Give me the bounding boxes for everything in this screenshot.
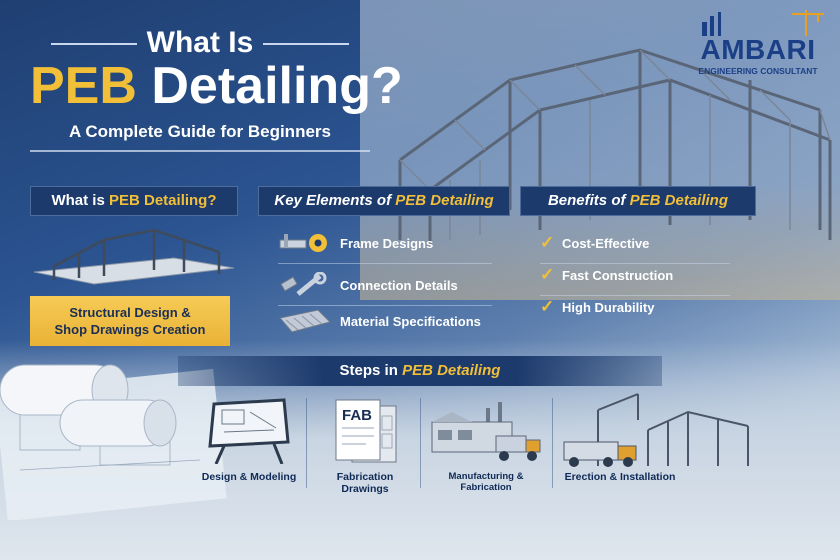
panel-key-title-accent: PEB Detailing (395, 192, 494, 209)
key-item-label: Connection Details (340, 278, 458, 293)
panel-what-title-lead: What is (51, 192, 105, 209)
title-rule-right (263, 43, 350, 46)
divider (540, 263, 730, 264)
subtitle-divider (30, 150, 370, 152)
steps-title-accent: PEB Detailing (402, 362, 501, 379)
key-item-material: Material Specifications (278, 308, 492, 338)
drafting-table-icon (208, 398, 290, 464)
step-label: Fabrication Drawings (336, 471, 394, 495)
steps-title-lead: Steps in (339, 362, 398, 379)
step-divider (306, 398, 307, 488)
panel-benefits-title-accent: PEB Detailing (629, 192, 729, 209)
panel-benefits-title-lead: Benefits of (547, 192, 626, 209)
divider (278, 305, 492, 306)
step-label: Design & Modeling (201, 471, 297, 483)
box-line-1: Structural Design & (69, 305, 191, 320)
wrench-icon (280, 272, 327, 296)
title-line-1: What Is (30, 26, 370, 60)
box-line-2: Shop Drawings Creation (54, 322, 206, 337)
title-what-is: What Is (146, 26, 254, 59)
panel-key-title-lead: Key Elements of (274, 192, 392, 209)
gear-icon (279, 234, 327, 252)
step-divider (420, 398, 421, 488)
title-rest: Detailing? (151, 57, 403, 115)
fab-document-icon: FAB (335, 399, 397, 463)
check-icon: ✓ (540, 297, 555, 316)
panel-key-title: Key Elements of PEB Detailing (258, 186, 510, 216)
logo-tagline: ENGINEERING CONSULTANT (698, 66, 818, 76)
crane-structure-icon (563, 393, 749, 467)
step-label: Erection & Installation (564, 471, 676, 483)
panel-what-title: What is PEB Detailing? (30, 186, 238, 216)
key-item-label: Frame Designs (340, 236, 434, 251)
title-rule-left (50, 43, 137, 46)
key-item-label: Material Specifications (340, 314, 481, 329)
key-item-connection: Connection Details (278, 272, 492, 306)
step-label: Manufacturing & Fabrication (448, 471, 524, 493)
company-logo: AMBARI ENGINEERING CONSULTANT (688, 8, 828, 78)
structural-design-box: Structural Design & Shop Drawings Creati… (30, 296, 230, 346)
check-icon: ✓ (540, 265, 555, 284)
sky-background (360, 0, 840, 300)
divider (540, 295, 730, 296)
title-accent: PEB (30, 57, 137, 115)
benefit-item: ✓ High Durability (540, 294, 730, 324)
metal-sheets-icon (279, 309, 331, 333)
factory-truck-icon (431, 402, 541, 461)
logo-name: AMBARI (700, 34, 816, 65)
subtitle: A Complete Guide for Beginners (69, 122, 331, 141)
benefit-item: ✓ Cost-Effective (540, 230, 730, 264)
panel-benefits-title: Benefits of PEB Detailing (520, 186, 756, 216)
page-title: PEB Detailing? (30, 56, 403, 116)
key-item-frame: Frame Designs (278, 230, 492, 264)
small-building-model-icon (34, 228, 234, 285)
benefit-item: ✓ Fast Construction (540, 262, 730, 296)
benefit-label: Fast Construction (562, 268, 674, 283)
skyline-icon (702, 10, 824, 36)
check-icon: ✓ (540, 233, 555, 252)
blueprint-rolls-illustration (0, 364, 227, 520)
steps-title: Steps in PEB Detailing (178, 356, 662, 386)
svg-text:FAB: FAB (342, 407, 372, 424)
step-divider (552, 398, 553, 488)
benefit-label: Cost-Effective (562, 236, 650, 251)
benefit-label: High Durability (562, 300, 655, 315)
panel-what-title-accent: PEB Detailing? (109, 192, 217, 209)
divider (278, 263, 492, 264)
